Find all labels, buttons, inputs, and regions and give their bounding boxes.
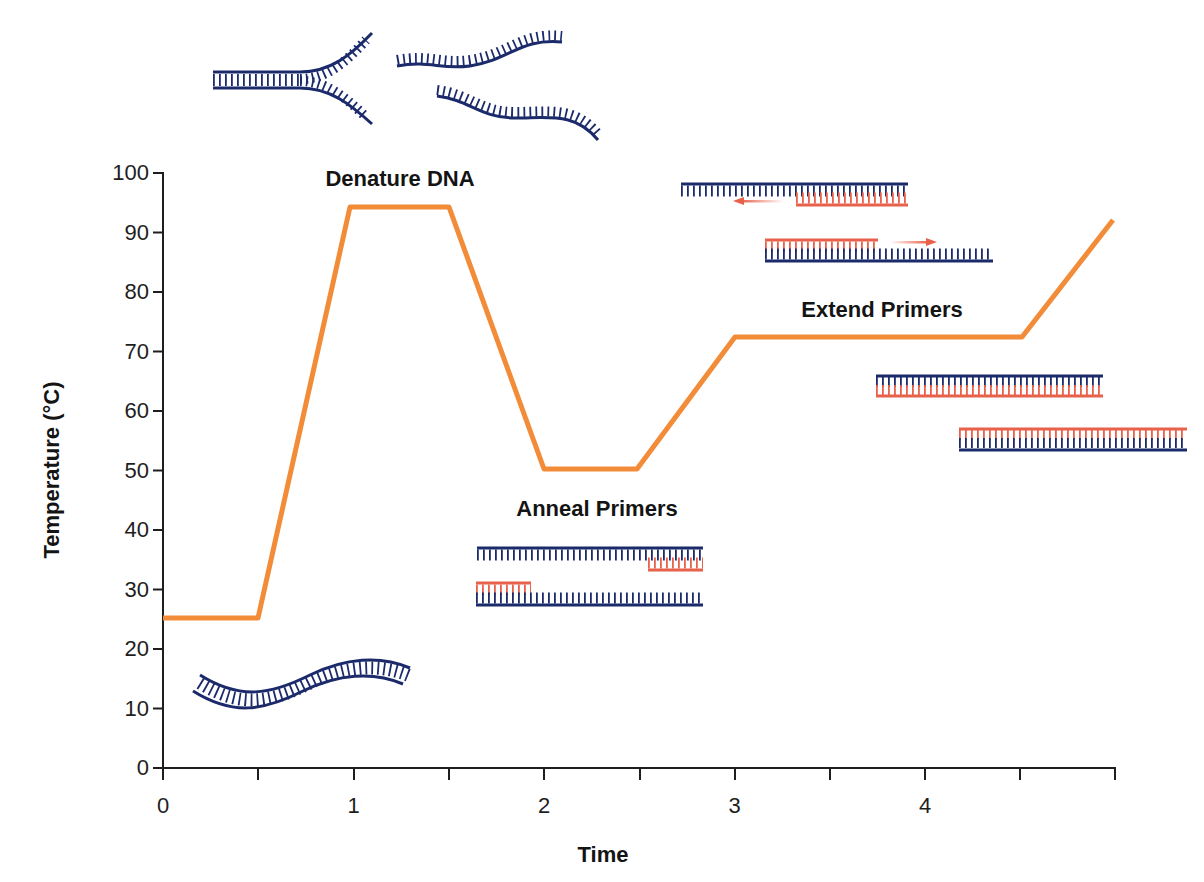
y-tick-label: 80 bbox=[125, 281, 149, 303]
x-tick-label: 4 bbox=[919, 795, 931, 817]
y-tick-label: 0 bbox=[137, 757, 149, 779]
denaturing-dna bbox=[213, 33, 598, 140]
x-tick-label: 3 bbox=[728, 795, 740, 817]
x-axis-title: Time bbox=[578, 844, 629, 866]
y-tick-label: 100 bbox=[112, 162, 149, 184]
step-label: Extend Primers bbox=[801, 299, 962, 321]
x-tick-label: 2 bbox=[538, 795, 550, 817]
temperature-curve bbox=[163, 207, 1113, 618]
dna-illustrations bbox=[193, 33, 1187, 708]
y-tick-label: 50 bbox=[125, 460, 149, 482]
y-tick-label: 20 bbox=[125, 638, 149, 660]
y-tick-label: 90 bbox=[125, 222, 149, 244]
copied-dna bbox=[876, 376, 1187, 450]
y-tick-label: 70 bbox=[125, 341, 149, 363]
x-tick-label: 0 bbox=[157, 795, 169, 817]
x-tick-label: 1 bbox=[347, 795, 359, 817]
y-tick-label: 30 bbox=[125, 579, 149, 601]
double-strand-dna bbox=[193, 660, 410, 708]
step-label: Denature DNA bbox=[325, 168, 474, 190]
extending-primers bbox=[681, 184, 993, 261]
y-axis-title: Temperature (°C) bbox=[41, 381, 63, 558]
y-tick-label: 10 bbox=[125, 698, 149, 720]
step-label: Anneal Primers bbox=[516, 498, 677, 520]
y-tick-label: 40 bbox=[125, 519, 149, 541]
y-tick-label: 60 bbox=[125, 400, 149, 422]
axes bbox=[153, 172, 1116, 780]
annealed-primers bbox=[476, 548, 703, 605]
